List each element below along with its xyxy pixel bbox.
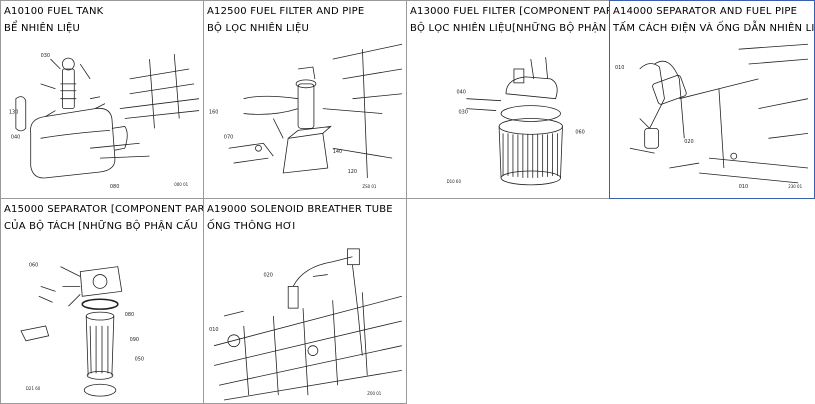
svg-text:040: 040: [457, 90, 466, 96]
svg-text:060: 060: [575, 129, 584, 135]
svg-text:080: 080: [110, 184, 119, 190]
svg-text:040: 040: [11, 134, 20, 140]
cell-code-title: A19000 SOLENOID BREATHER TUBE: [207, 204, 393, 215]
fuel-filter-pipe-diagram-thumbnail[interactable]: 160 070 140 120 ZS0 01: [204, 39, 406, 198]
svg-text:020: 020: [264, 273, 273, 279]
separator-component-diagram-thumbnail[interactable]: 060 080 090 050 D21 60: [1, 237, 203, 403]
catalog-cell-separator-component[interactable]: A15000 SEPARATOR [COMPONENT PAR CỦA BỘ T…: [0, 198, 204, 404]
separator-fuel-pipe-diagram-thumbnail[interactable]: 010 020 010 230 01: [610, 39, 814, 198]
cell-caption: A14000 SEPARATOR AND FUEL PIPE TẤM CÁCH …: [613, 3, 815, 37]
cell-vi-title: BỘ LỌC NHIÊN LIỆU[NHỮNG BỘ PHẬN: [410, 23, 607, 34]
cell-caption: A13000 FUEL FILTER [COMPONENT PAR BỘ LỌC…: [410, 3, 614, 37]
cell-caption: A19000 SOLENOID BREATHER TUBE ỐNG THÔNG …: [207, 201, 404, 235]
svg-text:010: 010: [209, 327, 218, 333]
cell-vi-title: BỂ NHIÊN LIỆU: [4, 23, 81, 34]
cell-code-title: A10100 FUEL TANK: [4, 6, 104, 17]
svg-text:020: 020: [684, 139, 693, 145]
fuel-filter-component-diagram-thumbnail[interactable]: 040 030 060 D10 60: [407, 39, 609, 198]
cell-vi-title: BỘ LỌC NHIÊN LIỆU: [207, 23, 309, 34]
solenoid-breather-tube-diagram-thumbnail[interactable]: 020 010 Z00 01: [204, 237, 406, 403]
svg-text:070: 070: [224, 134, 233, 140]
svg-text:060: 060: [29, 263, 38, 269]
cell-code-title: A13000 FUEL FILTER [COMPONENT PAR: [410, 6, 614, 17]
fuel-tank-diagram-thumbnail[interactable]: 030 130 040 080 000 01: [1, 39, 203, 198]
catalog-cell-fuel-filter-component[interactable]: A13000 FUEL FILTER [COMPONENT PAR BỘ LỌC…: [406, 0, 614, 199]
svg-text:120: 120: [348, 169, 357, 175]
cell-code-title: A14000 SEPARATOR AND FUEL PIPE: [613, 6, 798, 17]
svg-text:030: 030: [41, 53, 50, 59]
catalog-cell-separator-fuel-pipe[interactable]: A14000 SEPARATOR AND FUEL PIPE TẤM CÁCH …: [609, 0, 815, 199]
svg-text:ZS0 01: ZS0 01: [362, 184, 377, 189]
svg-text:130: 130: [9, 110, 18, 116]
cell-vi-title: CỦA BỘ TÁCH [NHỮNG BỘ PHẬN CẤU: [4, 221, 198, 232]
svg-text:D21 60: D21 60: [26, 386, 41, 391]
svg-text:030: 030: [458, 110, 467, 116]
cell-caption: A12500 FUEL FILTER AND PIPE BỘ LỌC NHIÊN…: [207, 3, 404, 37]
catalog-cell-fuel-filter-pipe[interactable]: A12500 FUEL FILTER AND PIPE BỘ LỌC NHIÊN…: [203, 0, 407, 199]
svg-text:010: 010: [615, 65, 624, 71]
svg-text:080: 080: [125, 312, 134, 318]
svg-text:160: 160: [209, 110, 218, 116]
cell-code-title: A12500 FUEL FILTER AND PIPE: [207, 6, 365, 17]
svg-text:140: 140: [333, 149, 342, 155]
cell-caption: A10100 FUEL TANK BỂ NHIÊN LIỆU: [4, 3, 201, 37]
cell-vi-title: TẤM CÁCH ĐIỆN VÀ ỐNG DẪN NHIÊN LI: [613, 23, 815, 34]
svg-text:050: 050: [135, 357, 144, 363]
svg-text:230 01: 230 01: [788, 184, 802, 189]
svg-text:D10 60: D10 60: [447, 179, 462, 184]
cell-code-title: A15000 SEPARATOR [COMPONENT PAR: [4, 204, 205, 215]
catalog-cell-solenoid-breather-tube[interactable]: A19000 SOLENOID BREATHER TUBE ỐNG THÔNG …: [203, 198, 407, 404]
svg-text:000 01: 000 01: [174, 182, 188, 187]
cell-caption: A15000 SEPARATOR [COMPONENT PAR CỦA BỘ T…: [4, 201, 205, 235]
svg-text:090: 090: [130, 337, 139, 343]
svg-text:010: 010: [739, 184, 748, 190]
cell-vi-title: ỐNG THÔNG HƠI: [207, 221, 296, 232]
catalog-cell-fuel-tank[interactable]: A10100 FUEL TANK BỂ NHIÊN LIỆU 030 130 0…: [0, 0, 204, 199]
svg-text:Z00 01: Z00 01: [367, 391, 381, 396]
